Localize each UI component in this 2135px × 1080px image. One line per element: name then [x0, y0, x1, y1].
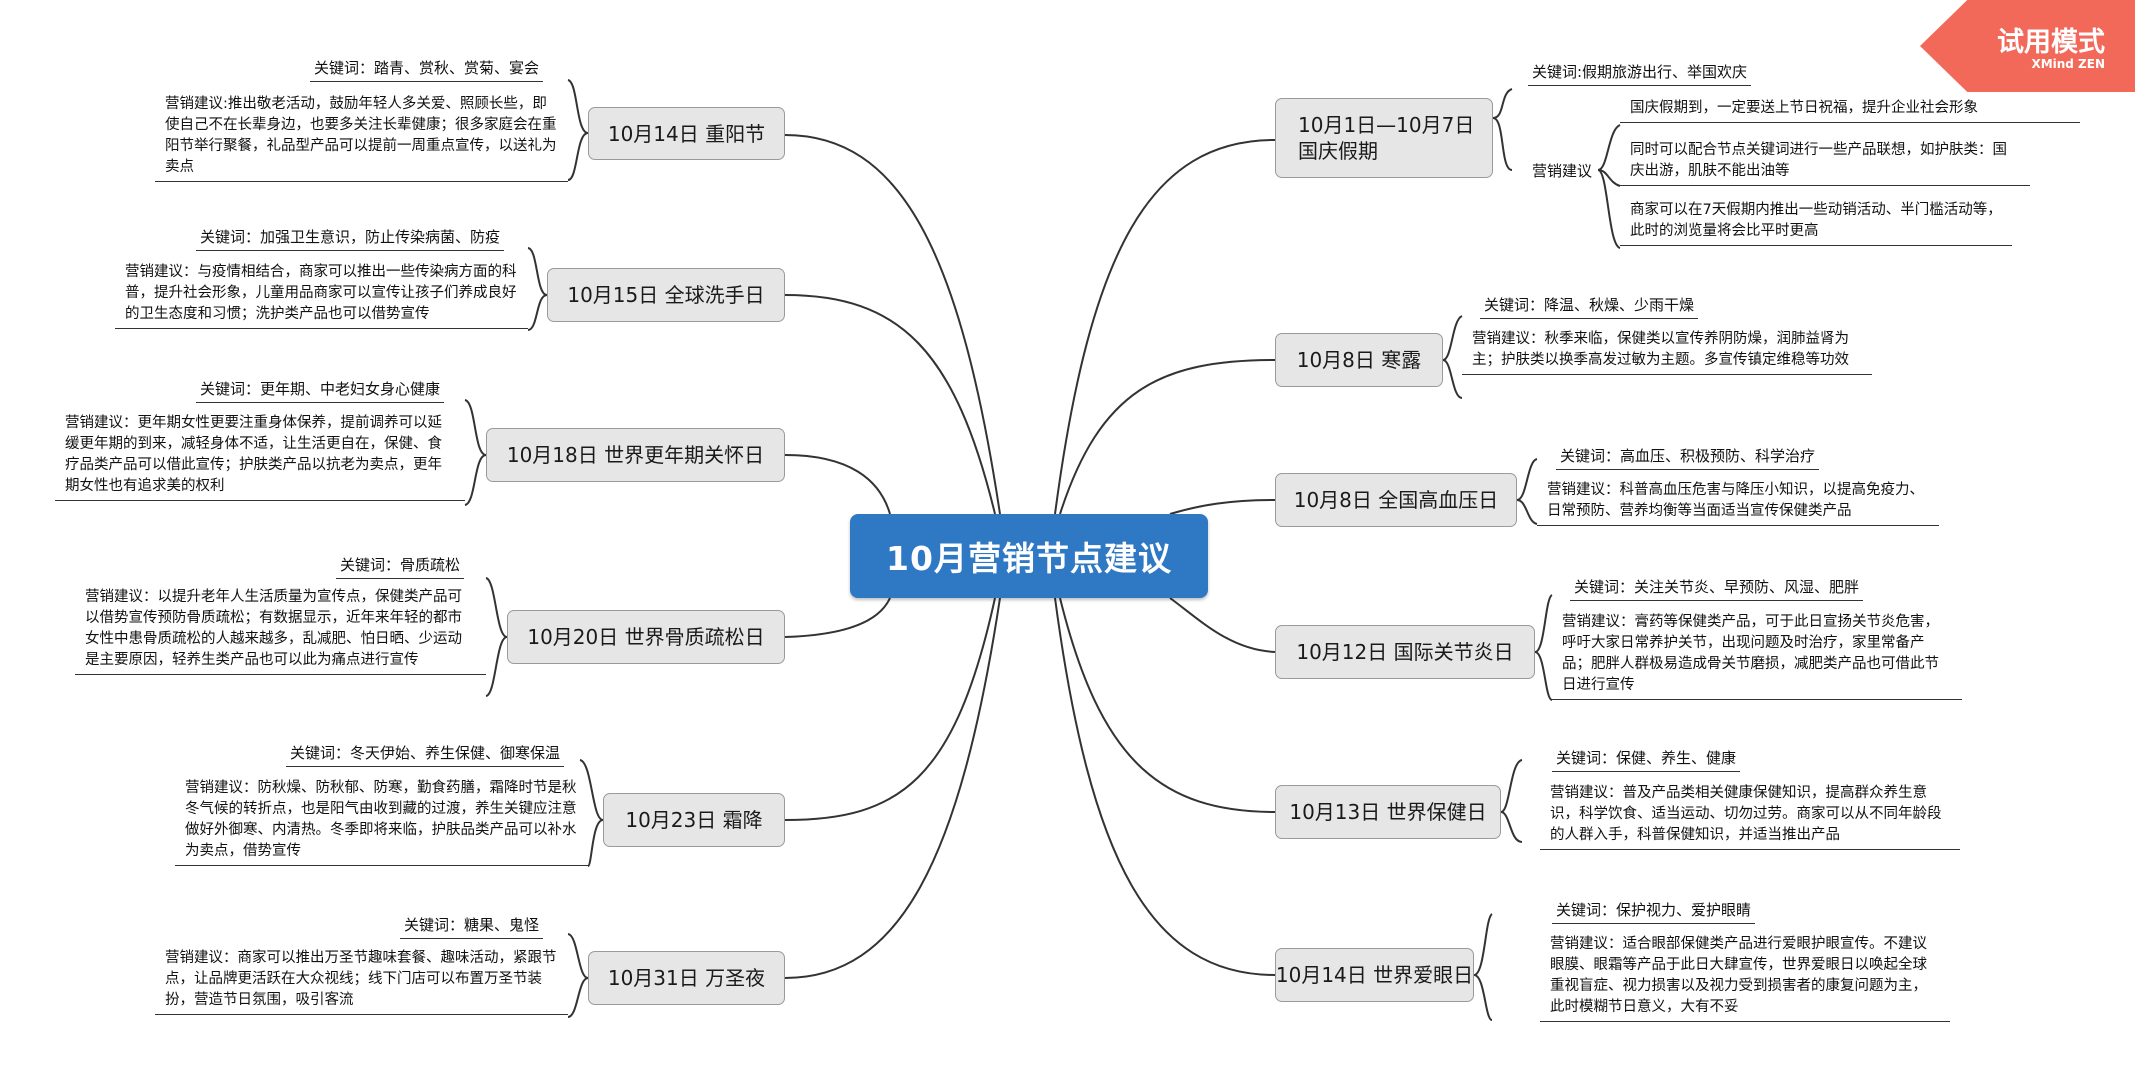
- aiyan-desc: 营销建议：适合眼部保健类产品进行爱眼护眼宣传。不建议眼膜、眼霜等产品于此日大肆宣…: [1540, 934, 1950, 1023]
- topic-aiyan-title: 10月14日 世界爱眼日: [1275, 963, 1474, 987]
- topic-baojian-title: 10月13日 世界保健日: [1289, 800, 1487, 824]
- baojian-desc: 营销建议：普及产品类相关健康保健知识，提高群众养生意识，科学饮食、适当运动、切勿…: [1540, 783, 1960, 851]
- topic-gengnianqi-title: 10月18日 世界更年期关怀日: [506, 443, 765, 467]
- guoqing-sub-item-1: 国庆假期到，一定要送上节日祝福，提升企业社会形象: [1620, 98, 2080, 124]
- topic-hanlu[interactable]: 10月8日 寒露: [1275, 333, 1443, 387]
- wanshengye-desc: 营销建议：商家可以推出万圣节趣味套餐、趣味活动，紧跟节点，让品牌更活跃在大众视线…: [155, 948, 568, 1016]
- connector-left-4: [784, 597, 891, 638]
- hanlu-keyword: 关键词：降温、秋燥、少雨干燥: [1480, 294, 1699, 319]
- topic-gushusong[interactable]: 10月20日 世界骨质疏松日: [507, 610, 785, 664]
- guoqing-sub-item-2: 同时可以配合节点关键词进行一些产品联想，如护肤类：国庆出游，肌肤不能出油等: [1620, 140, 2030, 187]
- guoqing-sub-label: 营销建议: [1532, 162, 1593, 180]
- shuangjiang-keyword: 关键词：冬天伊始、养生保健、御寒保温: [286, 742, 565, 767]
- topic-baojian[interactable]: 10月13日 世界保健日: [1275, 785, 1501, 839]
- topic-aiyan[interactable]: 10月14日 世界爱眼日: [1275, 948, 1474, 1002]
- topic-xishou-title: 10月15日 全球洗手日: [567, 283, 765, 307]
- topic-gengnianqi[interactable]: 10月18日 世界更年期关怀日: [486, 428, 785, 482]
- connector-left-3: [784, 454, 891, 515]
- topic-gushusong-title: 10月20日 世界骨质疏松日: [527, 625, 765, 649]
- connector-left-1: [784, 134, 1001, 515]
- wanshengye-keyword: 关键词：糖果、鬼怪: [400, 914, 544, 939]
- connector-left-5: [784, 597, 996, 821]
- gengnianqi-desc: 营销建议：更年期女性更要注重身体保养，提前调养可以延缓更年期的到来，减轻身体不适…: [55, 413, 465, 502]
- topic-xishou[interactable]: 10月15日 全球洗手日: [547, 268, 785, 322]
- gushusong-desc: 营销建议：以提升老年人生活质量为宣传点，保健类产品可以借势宣传预防骨质疏松；有数…: [75, 587, 486, 676]
- trial-mode-brand: XMind ZEN: [2031, 57, 2105, 71]
- trial-mode-badge[interactable]: 试用模式 XMind ZEN: [1920, 0, 2135, 92]
- guoqing-sub-item-3: 商家可以在7天假期内推出一些动销活动、半门槛活动等，此时的浏览量将会比平时更高: [1620, 200, 2012, 247]
- guanjieyan-keyword: 关键词：关注关节炎、早预防、风湿、肥胖: [1570, 576, 1864, 601]
- aiyan-keyword: 关键词：保护视力、爱护眼睛: [1552, 899, 1756, 924]
- xishou-keyword: 关键词：加强卫生意识，防止传染病菌、防疫: [196, 226, 505, 251]
- topic-gaoxueya[interactable]: 10月8日 全国高血压日: [1275, 473, 1517, 527]
- gengnianqi-keyword: 关键词：更年期、中老妇女身心健康: [196, 378, 445, 403]
- xishou-desc: 营销建议：与疫情相结合，商家可以推出一些传染病方面的科普，提升社会形象，儿童用品…: [115, 262, 528, 330]
- connector-right-5: [1059, 597, 1276, 813]
- baojian-keyword: 关键词：保健、养生、健康: [1552, 747, 1741, 772]
- connector-right-4: [1169, 597, 1276, 653]
- topic-guanjieyan-title: 10月12日 国际关节炎日: [1296, 640, 1514, 664]
- chongyang-desc: 营销建议:推出敬老活动，鼓励年轻人多关爱、照顾长些，即使自己不在长辈身边，也要多…: [155, 94, 568, 183]
- trial-mode-title: 试用模式: [1997, 27, 2105, 58]
- connector-left-2: [784, 294, 996, 515]
- connector-right-2: [1059, 359, 1276, 515]
- shuangjiang-desc: 营销建议：防秋燥、防秋郁、防寒，勤食药膳，霜降时节是秋冬气候的转折点，也是阳气由…: [175, 778, 588, 867]
- connector-left-6: [784, 597, 1001, 979]
- gaoxueya-keyword: 关键词：高血压、积极预防、科学治疗: [1556, 445, 1820, 470]
- topic-shuangjiang[interactable]: 10月23日 霜降: [603, 793, 785, 847]
- connector-right-6: [1054, 597, 1276, 976]
- gushusong-keyword: 关键词：骨质疏松: [336, 554, 465, 579]
- topic-wanshengye[interactable]: 10月31日 万圣夜: [588, 951, 785, 1005]
- topic-hanlu-title: 10月8日 寒露: [1296, 348, 1422, 372]
- chongyang-keyword: 关键词：踏青、赏秋、赏菊、宴会: [310, 57, 544, 82]
- central-topic[interactable]: 10月营销节点建议: [850, 514, 1208, 598]
- topic-gaoxueya-title: 10月8日 全国高血压日: [1293, 488, 1499, 512]
- connector-right-1: [1054, 139, 1276, 515]
- topic-chongyang-title: 10月14日 重阳节: [607, 121, 766, 146]
- guoqing-keyword: 关键词:假期旅游出行、举国欢庆: [1528, 61, 1752, 86]
- guanjieyan-desc: 营销建议：膏药等保健类产品，可于此日宣扬关节炎危害，呼吁大家日常养护关节，出现问…: [1552, 612, 1962, 701]
- gaoxueya-desc: 营销建议：科普高血压危害与降压小知识，以提高免疫力、日常预防、营养均衡等当面适当…: [1537, 480, 1939, 527]
- connector-right-3: [1169, 499, 1276, 515]
- topic-guoqing[interactable]: 10月1日—10月7日 国庆假期: [1275, 98, 1493, 178]
- topic-guanjieyan[interactable]: 10月12日 国际关节炎日: [1275, 625, 1535, 679]
- topic-shuangjiang-title: 10月23日 霜降: [625, 808, 763, 832]
- hanlu-desc: 营销建议：秋季来临，保健类以宣传养阴防燥，润肺益肾为主；护肤类以换季高发过敏为主…: [1462, 329, 1872, 376]
- topic-guoqing-title: 10月1日—10月7日: [1298, 113, 1475, 137]
- topic-wanshengye-title: 10月31日 万圣夜: [607, 966, 766, 990]
- topic-chongyang[interactable]: 10月14日 重阳节: [588, 107, 785, 160]
- topic-guoqing-title-2: 国庆假期: [1298, 139, 1378, 163]
